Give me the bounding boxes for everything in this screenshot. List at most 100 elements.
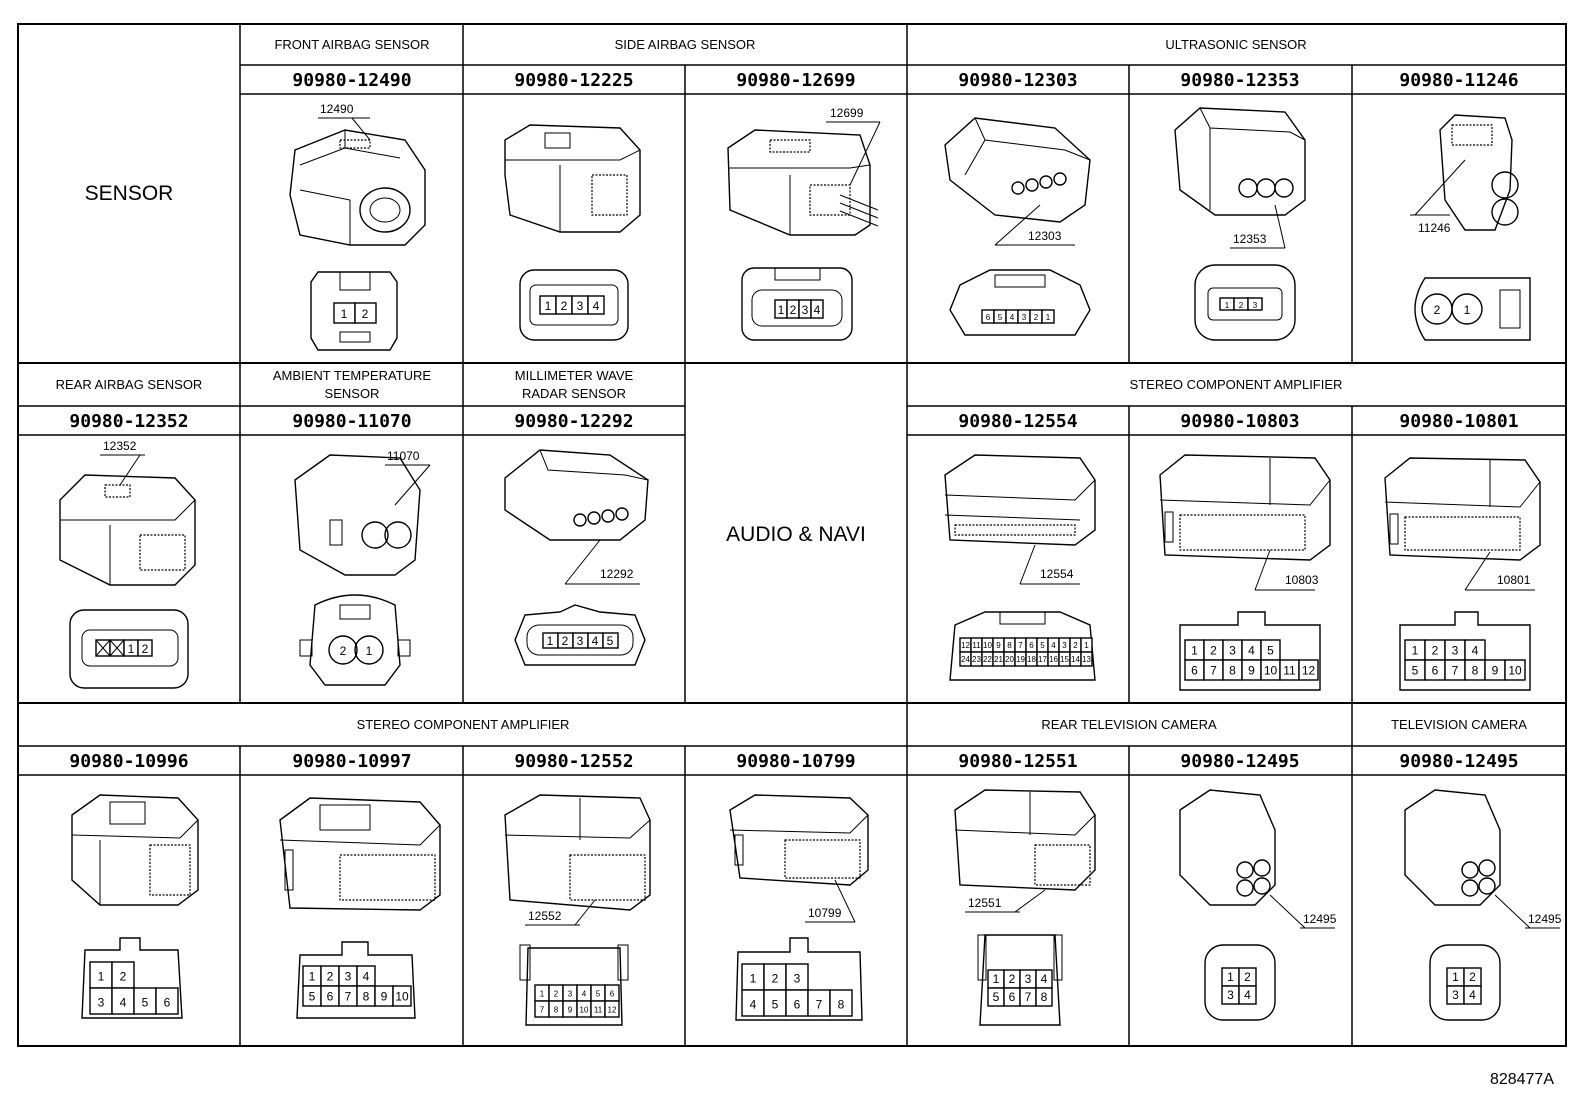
connector-12352-iso: 12352 <box>59 439 196 586</box>
connector-12495b-iso: 12495 <box>1404 789 1562 929</box>
pin-label: 2 <box>1434 303 1441 317</box>
pin-label: 1 <box>993 972 1000 986</box>
group-ultrasonic: ULTRASONIC SENSOR <box>1165 37 1306 52</box>
pin-label: 4 <box>363 969 370 983</box>
part-number: 90980-12699 <box>736 70 855 91</box>
connector-callout: 12352 <box>103 439 137 453</box>
pin-label: 8 <box>1472 663 1479 677</box>
pin-label: 17 <box>1038 655 1047 664</box>
pin-label: 5 <box>998 313 1003 322</box>
pin-label: 6 <box>1009 990 1016 1004</box>
pin-label: 7 <box>1452 663 1459 677</box>
connector-10799-iso: 10799 <box>729 794 869 923</box>
pin-label: 18 <box>1027 655 1036 664</box>
pin-label: 23 <box>972 655 981 664</box>
pin-label: 4 <box>593 299 600 313</box>
pin-label: 21 <box>994 655 1003 664</box>
part-number: 90980-10799 <box>736 751 855 772</box>
pin-label: 4 <box>1472 643 1479 657</box>
pin-label: 2 <box>772 972 779 986</box>
pin-label: 14 <box>1071 655 1080 664</box>
part-number: 90980-10996 <box>69 751 188 772</box>
pin-label: 3 <box>1062 641 1067 650</box>
pin-label: 13 <box>1082 655 1091 664</box>
connector-10997-iso <box>279 797 441 911</box>
pin-label: 4 <box>1248 643 1255 657</box>
connector-12292-iso: 12292 <box>504 449 649 585</box>
pin-label: 5 <box>142 996 149 1010</box>
pin-label: 12 <box>961 641 970 650</box>
part-number: 90980-12225 <box>514 70 633 91</box>
part-number: 90980-11246 <box>1399 70 1518 91</box>
pin-label: 5 <box>309 989 316 1003</box>
pin-label: 8 <box>838 998 845 1012</box>
connector-11246-iso: 11246 <box>1410 114 1519 235</box>
pin-label: 9 <box>1492 663 1499 677</box>
pin-label: 1 <box>1464 303 1471 317</box>
pin-label: 2 <box>1244 970 1251 984</box>
pin-cell <box>155 987 179 1015</box>
pin-label: 1 <box>128 642 135 656</box>
connector-12490-iso: 12490 <box>289 102 426 246</box>
pin-label: 3 <box>1229 643 1236 657</box>
pin-label: 5 <box>1267 643 1274 657</box>
pin-label: 8 <box>554 1006 559 1015</box>
connector-11070-iso: 11070 <box>294 449 431 576</box>
pin-label: 7 <box>540 1006 545 1015</box>
pin-label: 1 <box>1412 643 1419 657</box>
pin-label: 1 <box>1084 641 1089 650</box>
group-ambient-line1: AMBIENT TEMPERATURE <box>273 368 432 383</box>
pin-label: 2 <box>1469 970 1476 984</box>
part-number: 90980-12554 <box>958 411 1077 432</box>
pin-label: 4 <box>1244 988 1251 1002</box>
group-radar-line1: MILLIMETER WAVE <box>515 368 634 383</box>
pin-label: 2 <box>362 307 369 321</box>
pin-label: 3 <box>1253 301 1258 310</box>
pin-label: 10 <box>1508 663 1522 677</box>
pin-label: 6 <box>327 989 334 1003</box>
connector-12353-iso: 12353 <box>1174 107 1306 249</box>
pin-label: 6 <box>794 998 801 1012</box>
pin-label: 6 <box>986 313 991 322</box>
pin-label: 12 <box>608 1006 617 1015</box>
connector-callout: 12551 <box>968 896 1002 910</box>
pin-label: 2 <box>327 969 334 983</box>
part-number: 90980-12495 <box>1399 751 1518 772</box>
pin-cell <box>1035 987 1053 1007</box>
pin-label: 2 <box>1073 641 1078 650</box>
pin-label: 2 <box>1210 643 1217 657</box>
pin-label: 6 <box>1029 641 1034 650</box>
pin-label: 22 <box>983 655 992 664</box>
connector-12554-iso: 12554 <box>944 454 1096 585</box>
connector-11070-face: 2 1 <box>299 594 411 686</box>
connector-10801-iso: 10801 <box>1384 457 1541 591</box>
pin-label: 5 <box>607 634 614 648</box>
pin-label: 4 <box>1010 313 1015 322</box>
pin-label: 3 <box>1452 643 1459 657</box>
pin-label: 20 <box>1005 655 1014 664</box>
pin-label: 8 <box>1007 641 1012 650</box>
pin-label: 6 <box>164 996 171 1010</box>
pin-label: 2 <box>561 299 568 313</box>
pin-label: 3 <box>1227 988 1234 1002</box>
connector-12303-face: 6 5 4 3 2 1 <box>949 269 1091 336</box>
group-radar-line2: RADAR SENSOR <box>522 386 626 401</box>
pin-label: 9 <box>1248 663 1255 677</box>
connector-12490-face: 1 2 <box>310 271 398 351</box>
connector-12225-face: 1 2 3 4 <box>519 269 629 341</box>
pin-label: 5 <box>596 990 601 999</box>
pin-cell <box>392 985 412 1007</box>
part-number: 90980-12551 <box>958 751 1077 772</box>
